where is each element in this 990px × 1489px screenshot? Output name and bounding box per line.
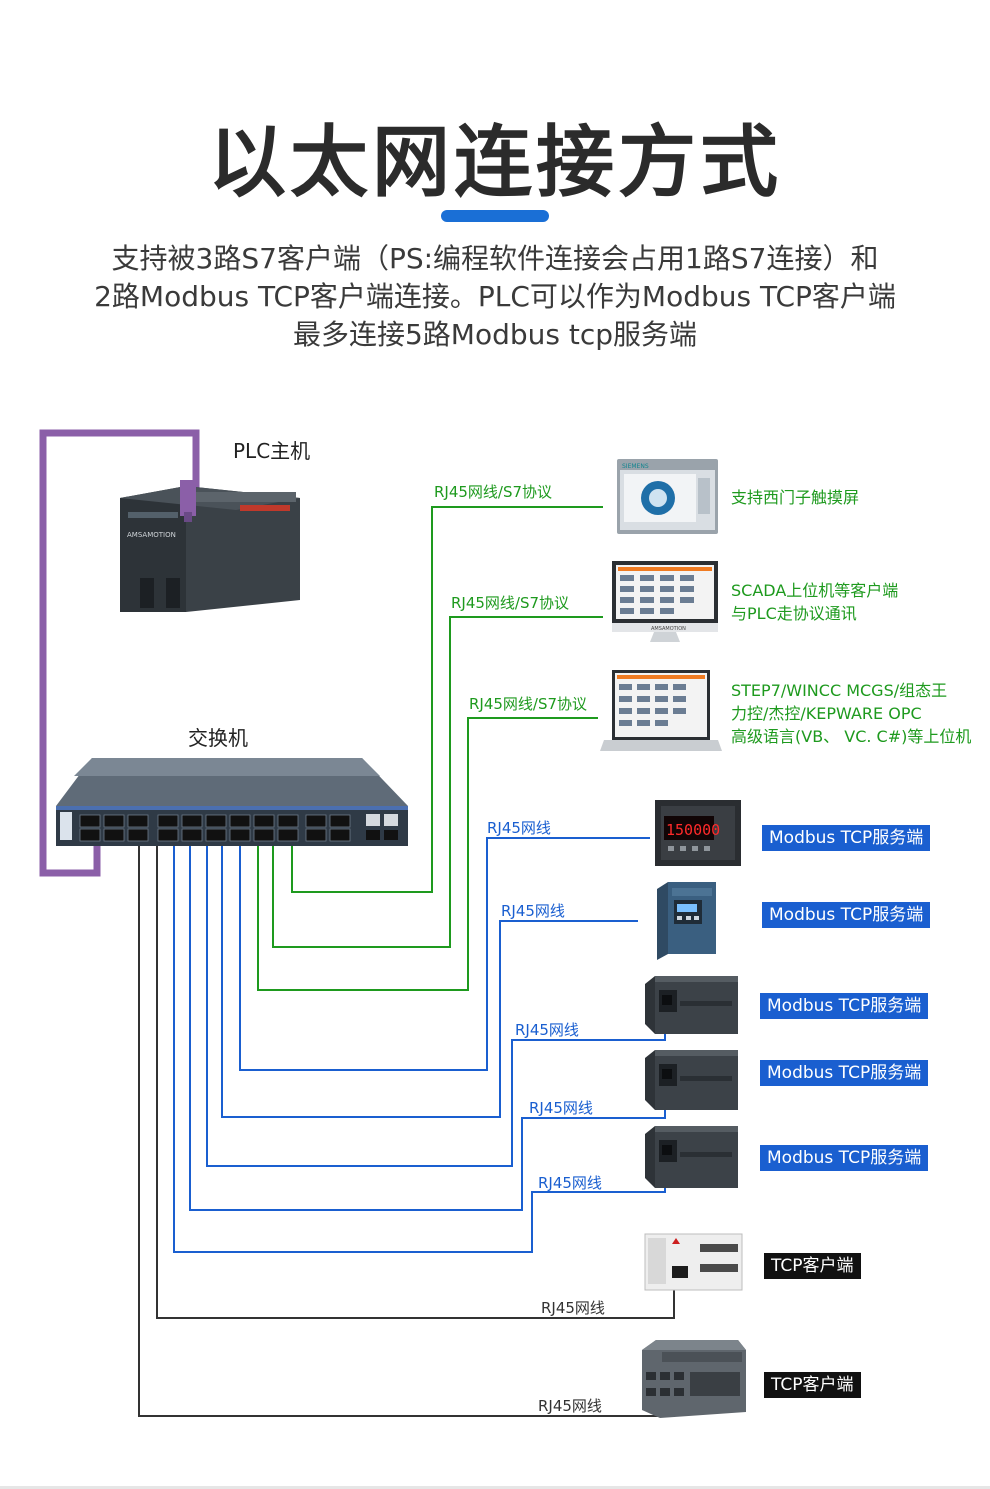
svg-text:SIEMENS: SIEMENS [622,463,649,470]
subtitle-line-3: 最多连接5路Modbus tcp服务端 [292,318,698,351]
monitor-icon: AMSAMOTION [612,561,718,642]
plc-module-icon [645,1050,738,1110]
tcp-cables [138,846,675,1417]
s7-cable-1 [291,506,603,893]
s7-desc-3-line-1: STEP7/WINCC MCGS/组态王 [731,681,947,700]
bottom-divider [0,1486,990,1489]
s7-cables [257,506,603,991]
modbus-server-badge: Modbus TCP服务端 [760,1060,929,1086]
s7-cable-2 [272,616,603,948]
modbus-cable-3-label: RJ45网线 [515,1021,579,1039]
subtitle: 支持被3路S7客户端（PS:编程软件连接会占用1路S7连接）和 2路Modbus… [40,240,950,354]
page-title: 以太网连接方式 [207,118,782,208]
s7-cable-2-label: RJ45网线/S7协议 [451,594,569,612]
modbus-server-badge: Modbus TCP服务端 [760,1145,929,1171]
svg-text:AMSAMOTION: AMSAMOTION [127,531,176,539]
modbus-cable-4 [189,846,666,1211]
plc-host-icon: AMSAMOTION [120,480,300,612]
svg-text:AMSAMOTION: AMSAMOTION [651,626,686,632]
laptop-icon [600,670,722,751]
switch-icon [56,758,408,846]
s7-1200-plc-icon [642,1340,746,1418]
tcp-cable-2-label: RJ45网线 [538,1397,602,1415]
modbus-cable-2 [221,846,638,1118]
s7-desc-1-line-1: 支持西门子触摸屏 [731,488,859,507]
s7-cable-1-label: RJ45网线/S7协议 [434,483,552,501]
title-underline [441,210,549,222]
s7-cable-3 [257,717,598,991]
modbus-cable-4-label: RJ45网线 [529,1099,593,1117]
tcp-client-badge: TCP客户端 [764,1372,861,1398]
mitsubishi-plc-icon [644,1233,743,1291]
tcp-cable-2 [138,846,675,1417]
hmi-icon: SIEMENS [617,459,718,534]
s7-cable-3-label: RJ45网线/S7协议 [469,695,587,713]
meter-icon: 150000 [655,800,741,866]
modbus-cable-1-label: RJ45网线 [487,819,551,837]
plc-label: PLC主机 [233,439,310,463]
s7-desc-3-line-2: 力控/杰控/KEPWARE OPC [731,704,922,723]
modbus-server-badge: Modbus TCP服务端 [762,902,931,928]
svg-text:150000: 150000 [666,821,720,839]
modbus-server-badge: Modbus TCP服务端 [760,993,929,1019]
subtitle-line-2: 2路Modbus TCP客户端连接。PLC可以作为Modbus TCP客户端 [94,280,896,313]
plc-module-icon [645,1126,738,1188]
tcp-client-badge: TCP客户端 [764,1253,861,1279]
subtitle-line-1: 支持被3路S7客户端（PS:编程软件连接会占用1路S7连接）和 [111,242,879,275]
tcp-cable-1-label: RJ45网线 [541,1299,605,1317]
modbus-cable-5-label: RJ45网线 [538,1174,602,1192]
tcp-cable-1 [156,846,675,1319]
inverter-icon [657,882,716,960]
switch-label: 交换机 [188,726,248,750]
s7-desc-2-line-1: SCADA上位机等客户端 [731,581,898,600]
plc-module-icon [645,976,738,1034]
modbus-cable-1 [239,837,650,1071]
modbus-cable-2-label: RJ45网线 [501,902,565,920]
s7-desc-3-line-3: 高级语言(VB、 VC. C#)等上位机 [731,727,971,746]
s7-desc-2-line-2: 与PLC走协议通讯 [731,604,857,623]
modbus-server-badge: Modbus TCP服务端 [762,825,931,851]
